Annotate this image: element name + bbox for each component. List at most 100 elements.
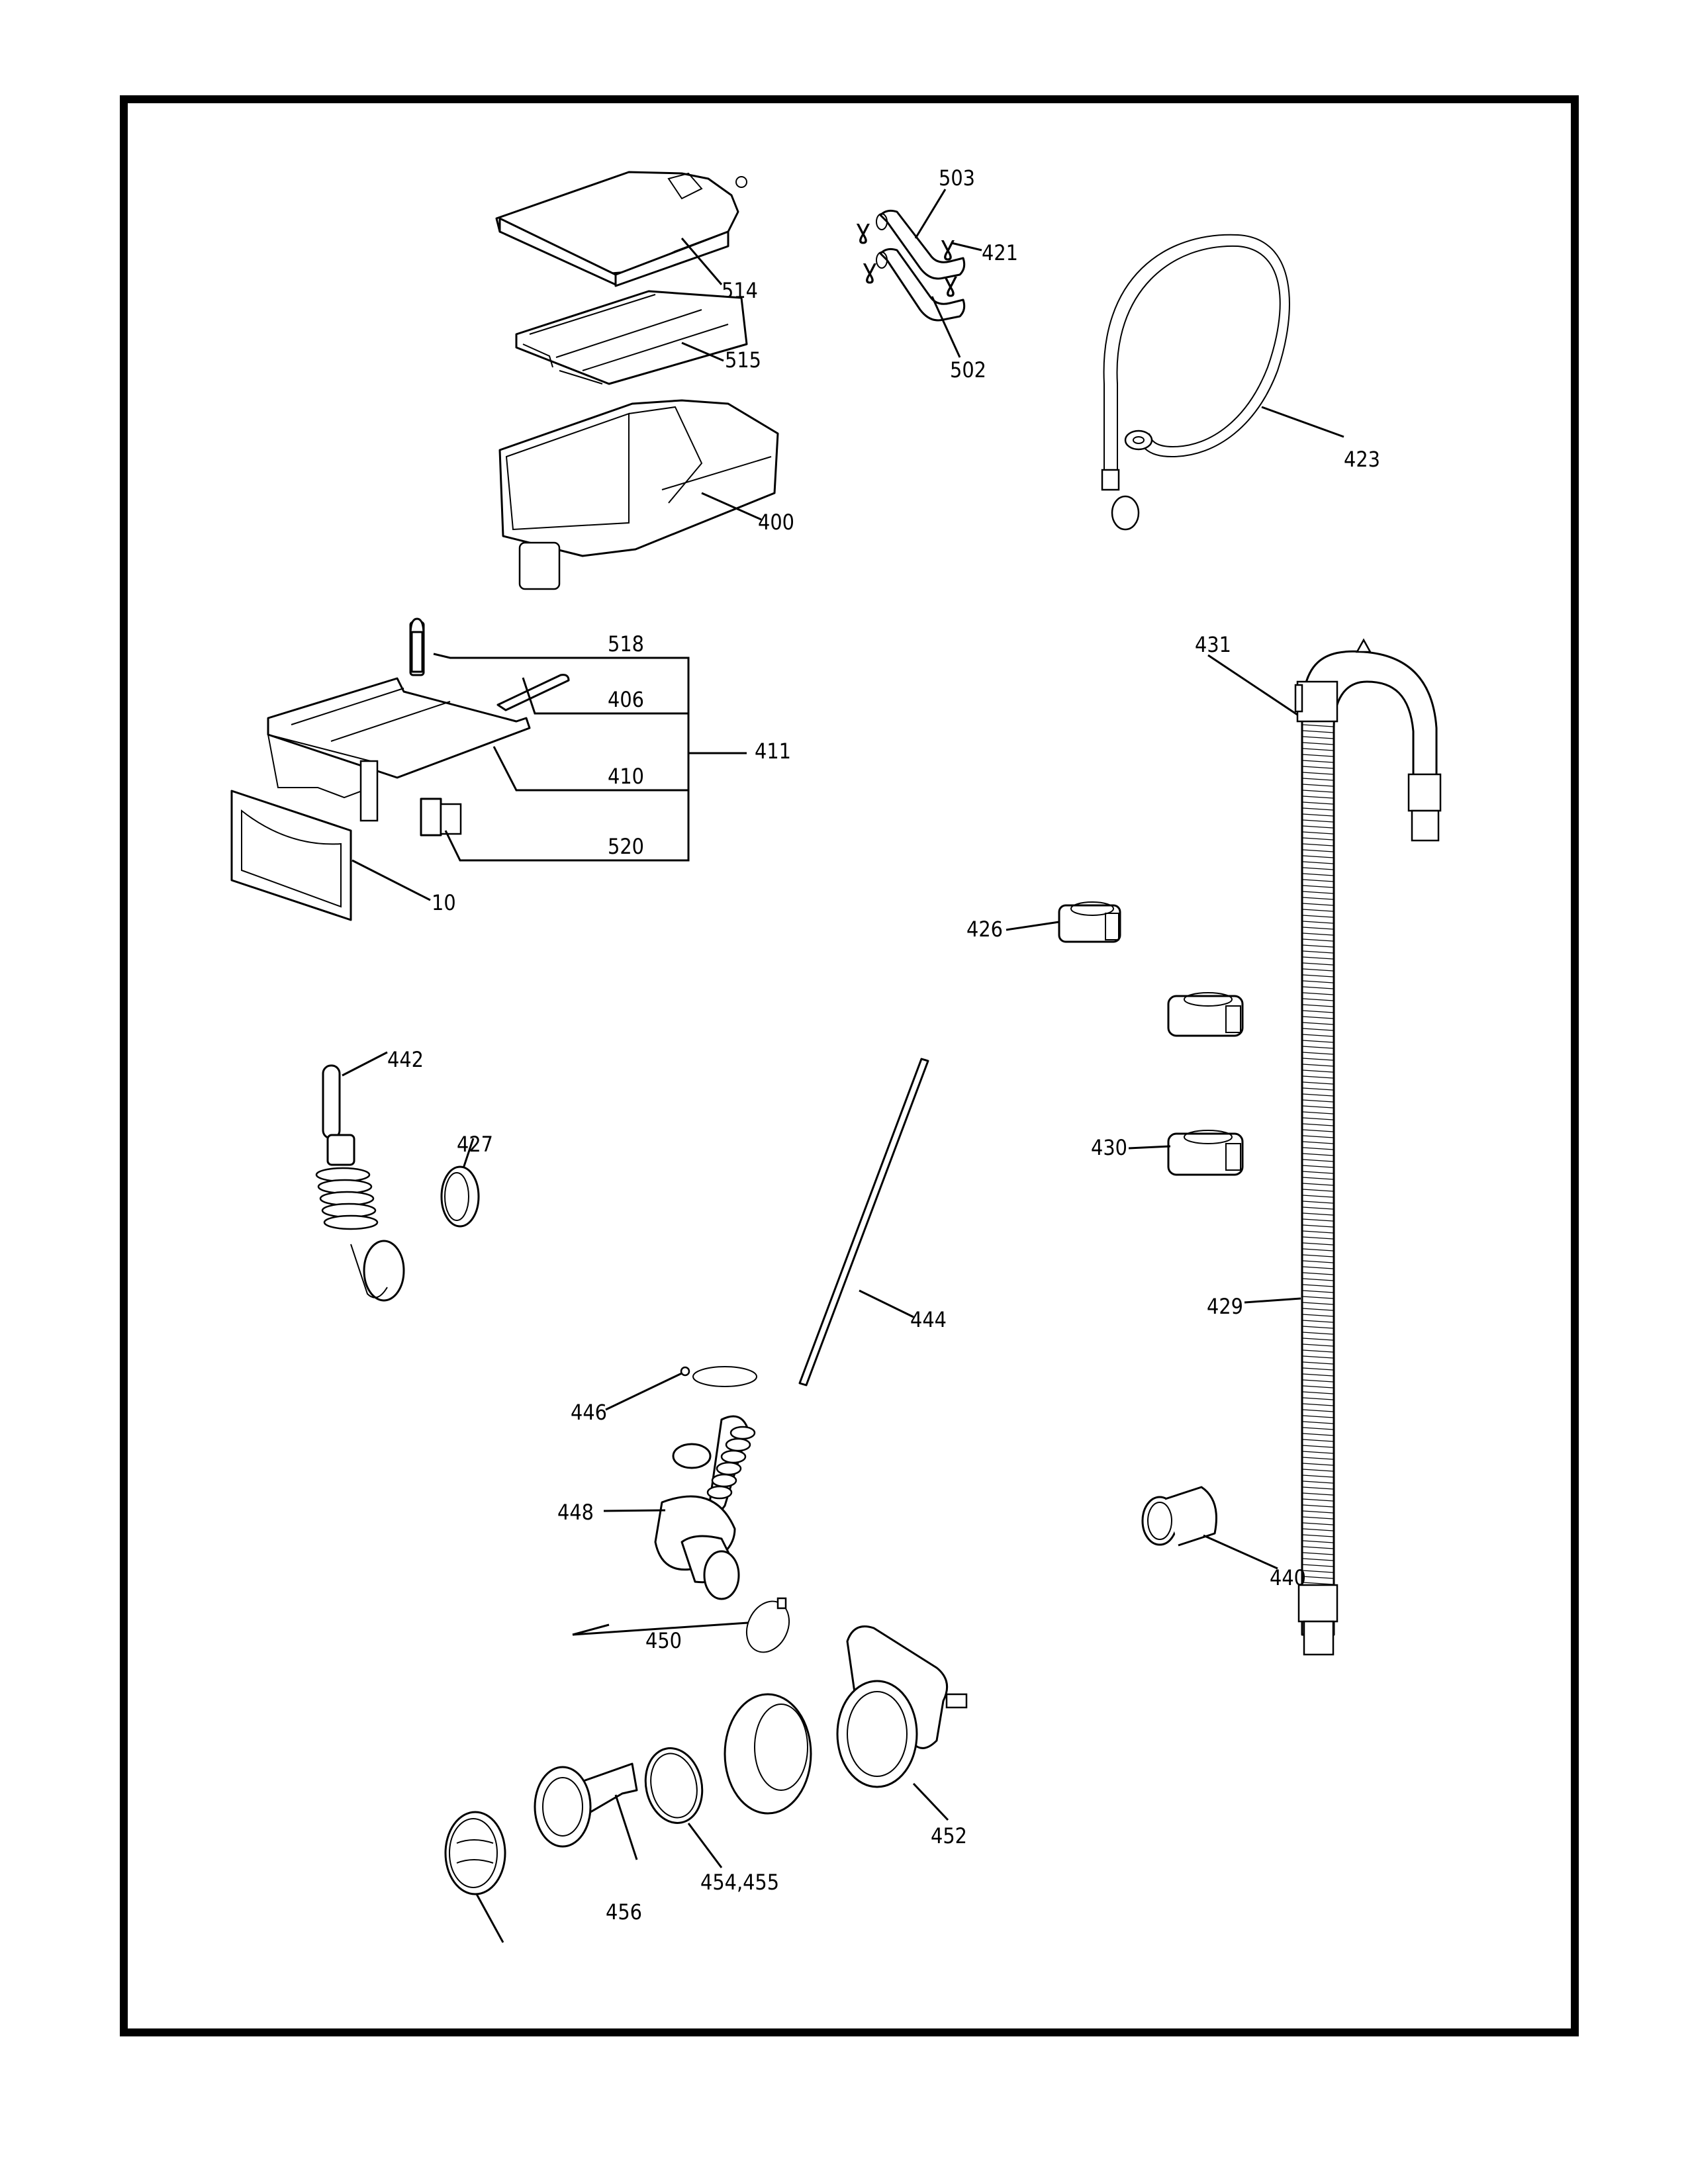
hose-corrugation (1302, 1069, 1334, 1073)
hose-corrugation (1302, 1218, 1334, 1222)
part-429-drain-hose[interactable] (1296, 650, 1442, 1656)
label-442: 427 (457, 1132, 493, 1157)
hose-corrugation (1302, 1409, 1334, 1412)
hose-corrugation (1302, 1326, 1334, 1329)
hose-corrugation (1302, 998, 1334, 1001)
hose-corrugation (1302, 1475, 1334, 1478)
hose-corrugation (1302, 1278, 1334, 1281)
hose-corrugation (1302, 1361, 1334, 1365)
hose-corrugation (1302, 873, 1334, 876)
hose-corrugation (1302, 1427, 1334, 1430)
part-518-siphon-cap[interactable] (409, 617, 425, 676)
hose-corrugation (1302, 944, 1334, 948)
hose-corrugation (1302, 1189, 1334, 1192)
hose-corrugation (1302, 724, 1334, 727)
hose-corrugation (1302, 1040, 1334, 1043)
hose-corrugation (1302, 1016, 1334, 1019)
part-421-clamps[interactable]: ɣ ɣ ɣ ɣ (855, 214, 959, 298)
hose-corrugation (1302, 736, 1334, 739)
hose-corrugation (1302, 1296, 1334, 1299)
part-427-tube[interactable] (798, 1058, 929, 1387)
hose-corrugation (1302, 1052, 1334, 1055)
hose-corrugation (1302, 1582, 1334, 1585)
part-442-seal[interactable] (440, 1165, 480, 1228)
part-444-clamp[interactable] (680, 1366, 757, 1387)
hose-corrugation (1302, 742, 1334, 745)
hose-corrugation (1302, 1266, 1334, 1269)
label-425: 426 (966, 917, 1003, 942)
hose-corrugation (1302, 730, 1334, 733)
label-421: 421 (982, 240, 1018, 265)
part-502-hose[interactable] (876, 248, 966, 322)
hose-corrugation (1302, 1010, 1334, 1013)
part-426-hose-clip[interactable] (1167, 1130, 1244, 1176)
hose-corrugation (1302, 766, 1334, 769)
part-454-455-filter[interactable] (534, 1762, 638, 1848)
part-450-drain-pump[interactable] (724, 1625, 968, 1815)
hose-corrugation (1302, 1236, 1334, 1240)
label-429: 429 (1207, 1294, 1243, 1319)
hose-corrugation (1302, 1343, 1334, 1347)
hose-corrugation (1302, 1177, 1334, 1180)
part-503-hose[interactable] (876, 209, 966, 280)
hose-corrugation (1302, 933, 1334, 936)
part-520-siphon-cap[interactable] (420, 797, 462, 837)
part-10-drawer-front[interactable] (230, 790, 352, 921)
hose-corrugation (1302, 897, 1334, 900)
part-425-hose-clip[interactable] (1058, 901, 1121, 943)
hose-corrugation (1302, 1332, 1334, 1335)
part-446-pump-bellows[interactable] (654, 1415, 756, 1600)
hose-corrugation (1302, 1510, 1334, 1514)
hose-corrugation (1302, 1576, 1334, 1579)
label-452: 454,455 (700, 1870, 779, 1895)
hose-corrugation (1302, 796, 1334, 799)
hose-corrugation (1302, 1093, 1334, 1097)
part-430-hose-adapter[interactable] (1141, 1486, 1217, 1547)
part-426-hose-clip-upper[interactable] (1167, 992, 1244, 1037)
part-456-filter-cap[interactable] (444, 1811, 506, 1895)
hose-corrugation (1302, 1034, 1334, 1037)
hose-corrugation (1302, 962, 1334, 966)
hose-corrugation (1302, 760, 1334, 763)
label-430: 440 (1270, 1565, 1306, 1590)
label-10: 10 (432, 890, 456, 915)
hose-corrugation (1302, 1141, 1334, 1144)
hose-corrugation (1302, 1081, 1334, 1085)
part-400-dispenser-housing[interactable] (498, 399, 779, 590)
part-448-clamp[interactable] (739, 1594, 797, 1659)
hose-corrugation (1302, 1064, 1334, 1067)
clamp-icon: ɣ (855, 214, 871, 245)
part-406-slide[interactable] (496, 674, 570, 711)
label-454-455: 456 (606, 1899, 642, 1925)
hose-corrugation (1302, 843, 1334, 846)
bellows-ring (323, 1214, 379, 1230)
hose-corrugation (1302, 974, 1334, 978)
hose-corrugation (1302, 1212, 1334, 1216)
part-452-o-ring[interactable] (639, 1743, 709, 1829)
hose-corrugation (1302, 1111, 1334, 1115)
hose-corrugation (1302, 1046, 1334, 1049)
hose-corrugation (1302, 1558, 1334, 1561)
part-410-drawer[interactable] (267, 677, 531, 822)
bellows-ring (729, 1426, 756, 1440)
hose-corrugation (1302, 1439, 1334, 1442)
part-423-inlet-hose[interactable] (1101, 234, 1290, 531)
part-514-top-cover[interactable] (495, 171, 747, 287)
part-515-distributor[interactable] (515, 290, 748, 385)
part-431-hose-hook[interactable] (1294, 638, 1372, 713)
label-450: 452 (931, 1823, 967, 1848)
hose-corrugation (1302, 1099, 1334, 1103)
label-520: 520 (608, 834, 644, 859)
part-440-dispenser-bellows[interactable] (315, 1064, 405, 1302)
hose-corrugation (1302, 1022, 1334, 1025)
hose-corrugation (1302, 1230, 1334, 1234)
hose-corrugation (1302, 1290, 1334, 1293)
clamp-icon: ɣ (862, 254, 878, 285)
hose-corrugation (1302, 950, 1334, 954)
hose-corrugation (1302, 968, 1334, 972)
label-406: 406 (608, 687, 644, 712)
hose-corrugation (1302, 1338, 1334, 1341)
hose-corrugation (1302, 1165, 1334, 1168)
hose-corrugation (1302, 1564, 1334, 1567)
hose-corrugation (1302, 1552, 1334, 1555)
